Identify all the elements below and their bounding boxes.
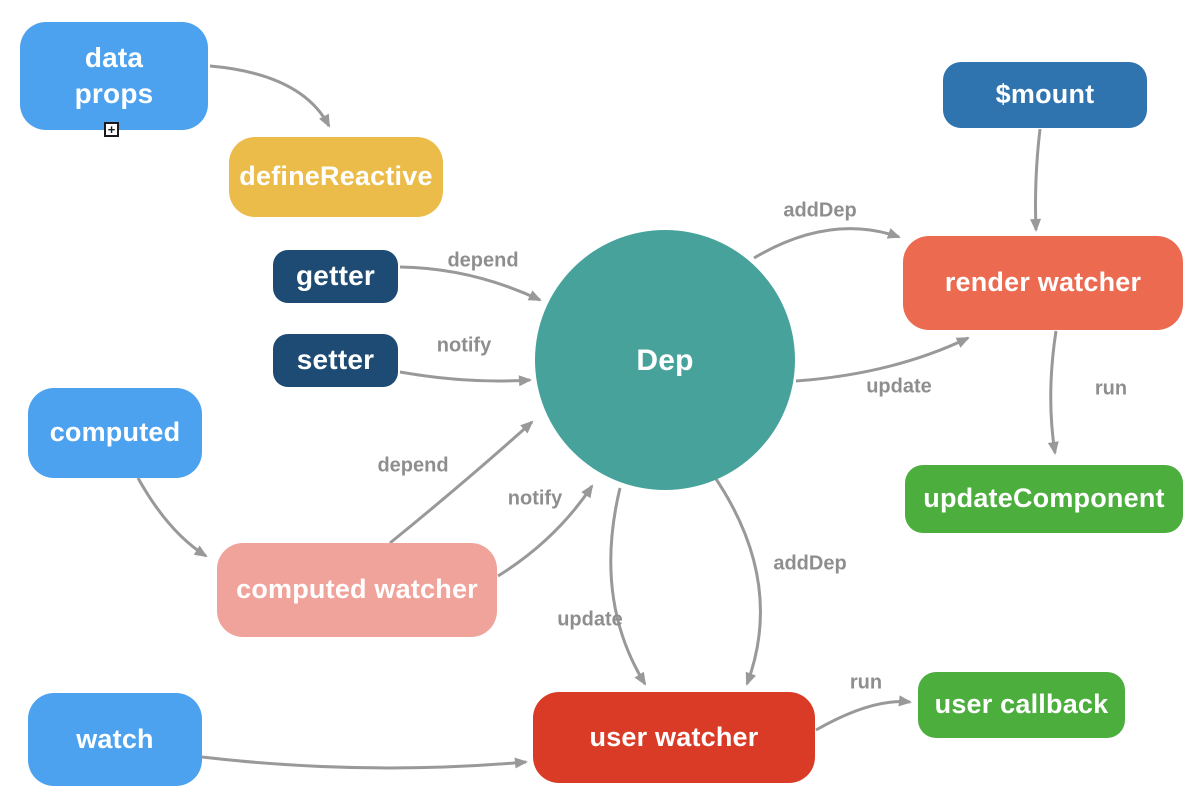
edge-render-watcher-updateComponent	[1047, 330, 1059, 455]
node-computed: computed	[28, 388, 202, 478]
node-render-watcher: render watcher	[903, 236, 1183, 330]
edge-label-run-render: run	[1094, 377, 1128, 400]
node-user-watcher: user watcher	[533, 692, 815, 783]
node-dep: Dep	[535, 230, 795, 490]
edge-label-addDep-render: addDep	[783, 199, 857, 222]
edge-computed-watcher-dep-notify	[497, 484, 594, 578]
edge-dep-user-watcher-addDep	[710, 472, 762, 686]
node-label: getter	[296, 260, 375, 292]
node-user-callback: user callback	[918, 672, 1125, 738]
node-updateComponent: updateComponent	[905, 465, 1183, 533]
node-label: render watcher	[944, 267, 1142, 298]
node-data-props: data props	[20, 22, 208, 130]
node-defineReactive: defineReactive	[229, 137, 443, 217]
edge-user-watcher-user-callback	[815, 695, 912, 732]
node-label: data	[84, 41, 144, 73]
node-label: watch	[76, 723, 154, 754]
node-label: updateComponent	[923, 483, 1165, 514]
edge-label-update-user: update	[557, 608, 623, 631]
edge-getter-dep	[399, 265, 542, 302]
node-setter: setter	[273, 334, 398, 387]
edge-setter-dep	[399, 370, 532, 387]
node-watch: watch	[28, 693, 202, 786]
node-mount: $mount	[943, 62, 1147, 128]
edge-label-addDep-user: addDep	[773, 552, 847, 575]
node-label: defineReactive	[239, 161, 433, 192]
edge-mount-render-watcher	[1030, 128, 1042, 232]
node-label: $mount	[995, 79, 1095, 110]
edge-dep-user-watcher-update	[609, 487, 647, 686]
edge-data-props-defineReactive	[209, 64, 331, 128]
edge-label-notify-setter: notify	[436, 334, 492, 357]
node-computed-watcher: computed watcher	[217, 543, 497, 637]
node-label: props	[74, 78, 154, 109]
node-getter: getter	[273, 250, 398, 303]
node-label: user watcher	[589, 721, 759, 752]
expand-toggle-icon[interactable]: +	[104, 122, 119, 137]
edge-dep-render-watcher-update	[795, 336, 970, 383]
node-label: Dep	[636, 343, 694, 377]
node-label: computed	[49, 417, 181, 448]
edge-dep-render-watcher-addDep	[753, 227, 901, 260]
edge-computed-computed-watcher	[136, 477, 208, 558]
edge-computed-watcher-dep-depend	[389, 420, 534, 545]
edge-label-run-user: run	[849, 671, 883, 694]
node-label: user callback	[934, 689, 1109, 720]
node-label: setter	[296, 344, 375, 376]
edge-watch-user-watcher	[201, 755, 528, 770]
node-label: computed watcher	[236, 574, 478, 605]
edge-label-update-render: update	[866, 375, 932, 398]
edge-label-depend-getter: depend	[447, 249, 519, 272]
edge-label-notify-computed: notify	[507, 487, 563, 510]
edge-label-depend-computed: depend	[377, 454, 449, 477]
